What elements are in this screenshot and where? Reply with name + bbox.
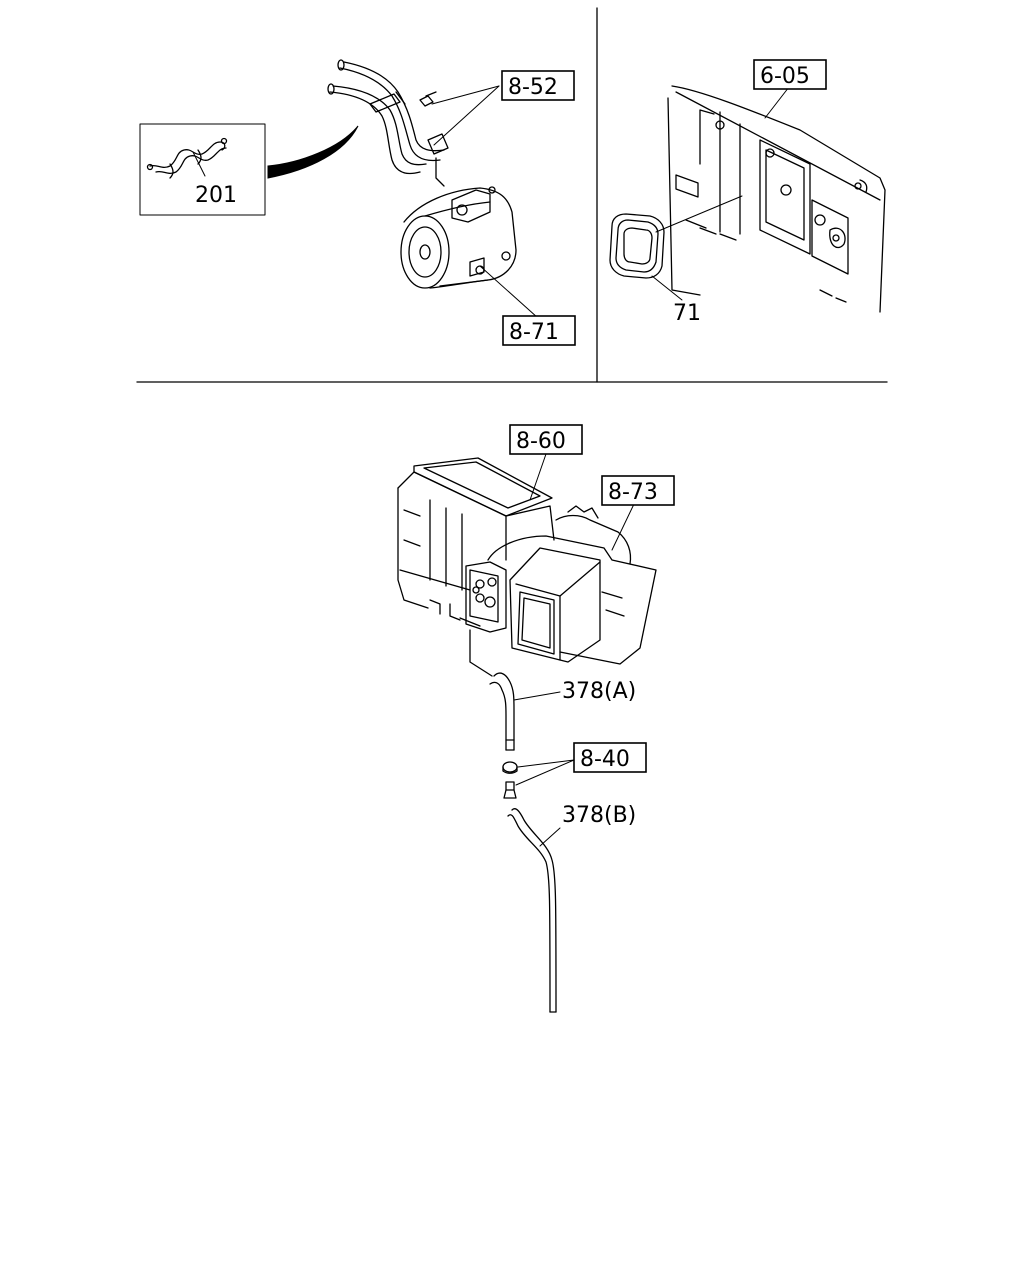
part-71-label: 71 bbox=[673, 301, 701, 326]
part-378b-label: 378(B) bbox=[562, 803, 636, 828]
compressor-illustration: 201 bbox=[139, 59, 539, 319]
callout-8-52[interactable]: 8-52 bbox=[501, 70, 575, 101]
heater-unit-illustration bbox=[397, 453, 657, 1013]
callout-8-71[interactable]: 8-71 bbox=[502, 315, 576, 346]
clip-detail-frame bbox=[139, 123, 266, 216]
drain-clamp bbox=[502, 761, 518, 799]
drain-hose-378b bbox=[507, 808, 557, 1013]
hoses bbox=[327, 59, 449, 187]
clip-201-drawing bbox=[146, 137, 228, 179]
callout-8-60[interactable]: 8-60 bbox=[509, 424, 583, 455]
part-201-label: 201 bbox=[195, 183, 237, 208]
drain-hose-378a bbox=[489, 672, 515, 751]
part-378a-label: 378(A) bbox=[562, 679, 636, 704]
callout-6-05[interactable]: 6-05 bbox=[753, 59, 827, 90]
callout-6-05-label: 6-05 bbox=[760, 64, 810, 89]
callout-8-60-label: 8-60 bbox=[516, 429, 566, 454]
dash-panel-illustration bbox=[609, 85, 886, 313]
grommet-71 bbox=[609, 213, 665, 279]
callout-8-73-label: 8-73 bbox=[608, 480, 658, 505]
compressor bbox=[400, 186, 517, 289]
callout-8-52-label: 8-52 bbox=[508, 75, 558, 100]
callout-8-73[interactable]: 8-73 bbox=[601, 475, 675, 506]
panel-dividers bbox=[136, 7, 888, 383]
callout-8-71-label: 8-71 bbox=[509, 320, 559, 345]
callout-8-40[interactable]: 8-40 bbox=[573, 742, 647, 773]
callout-8-40-label: 8-40 bbox=[580, 747, 630, 772]
detail-arrow bbox=[267, 125, 359, 179]
